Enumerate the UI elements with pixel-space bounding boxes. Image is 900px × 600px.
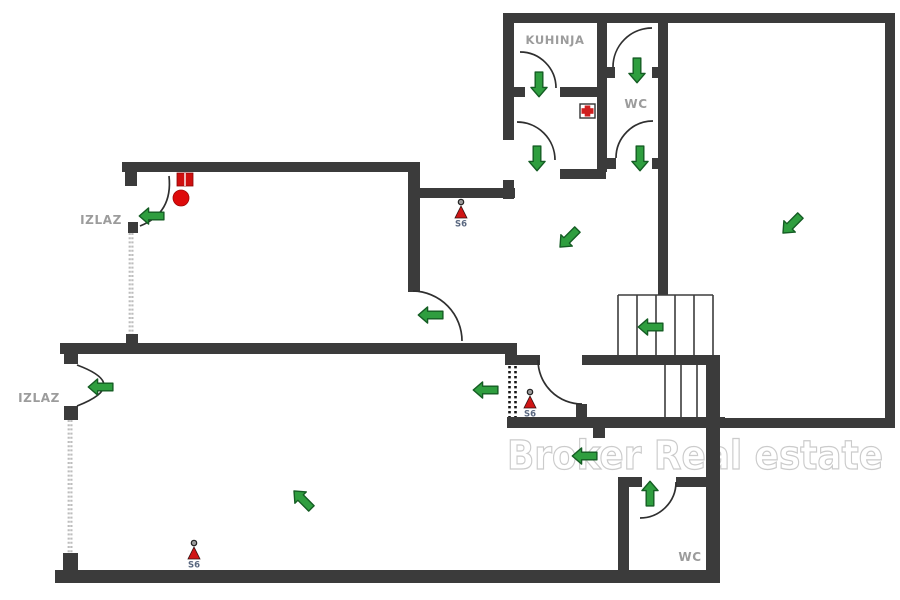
evacuation-arrow-icon bbox=[628, 57, 646, 84]
extinguisher-label: S6 bbox=[188, 561, 200, 571]
evacuation-arrow-icon bbox=[528, 145, 546, 172]
evacuation-arrow-icon bbox=[637, 318, 664, 336]
evacuation-arrow-icon bbox=[631, 145, 649, 172]
evacuation-arrow-icon bbox=[641, 480, 659, 507]
fire-extinguisher-marker: S6 bbox=[523, 388, 537, 420]
evacuation-arrow-icon bbox=[571, 447, 598, 465]
fire-alarm-button-icon bbox=[176, 172, 194, 187]
evacuation-arrow-icon bbox=[87, 378, 114, 396]
room-label-kitchen: KUHINJA bbox=[526, 33, 585, 47]
watermark-text: Broker Real estate bbox=[507, 433, 883, 479]
extinguisher-label: S6 bbox=[524, 410, 536, 420]
evacuation-arrow-icon bbox=[559, 226, 581, 248]
evacuation-arrow-icon bbox=[530, 71, 548, 98]
door-arcs bbox=[76, 27, 677, 519]
evacuation-arrow-icon bbox=[782, 212, 804, 234]
exit-label-upper: IZLAZ bbox=[80, 213, 122, 227]
evacuation-arrow-icon bbox=[472, 381, 499, 399]
evacuation-arrows bbox=[87, 57, 804, 512]
windows bbox=[67, 233, 134, 553]
fire-extinguisher-marker: S6 bbox=[187, 539, 201, 571]
walls bbox=[55, 13, 895, 583]
exit-label-lower: IZLAZ bbox=[18, 391, 60, 405]
first-aid-cross-icon bbox=[579, 103, 596, 119]
room-label-wc-lower: WC bbox=[678, 550, 701, 564]
red-circle-symbol-icon bbox=[172, 189, 190, 207]
evacuation-arrow-icon bbox=[417, 306, 444, 324]
evacuation-arrow-icon bbox=[138, 207, 165, 225]
evacuation-arrow-icon bbox=[293, 490, 315, 512]
dotted-door bbox=[508, 366, 517, 417]
room-label-wc-upper: WC bbox=[624, 97, 647, 111]
fire-extinguisher-marker: S6 bbox=[454, 198, 468, 230]
extinguisher-label: S6 bbox=[455, 220, 467, 230]
